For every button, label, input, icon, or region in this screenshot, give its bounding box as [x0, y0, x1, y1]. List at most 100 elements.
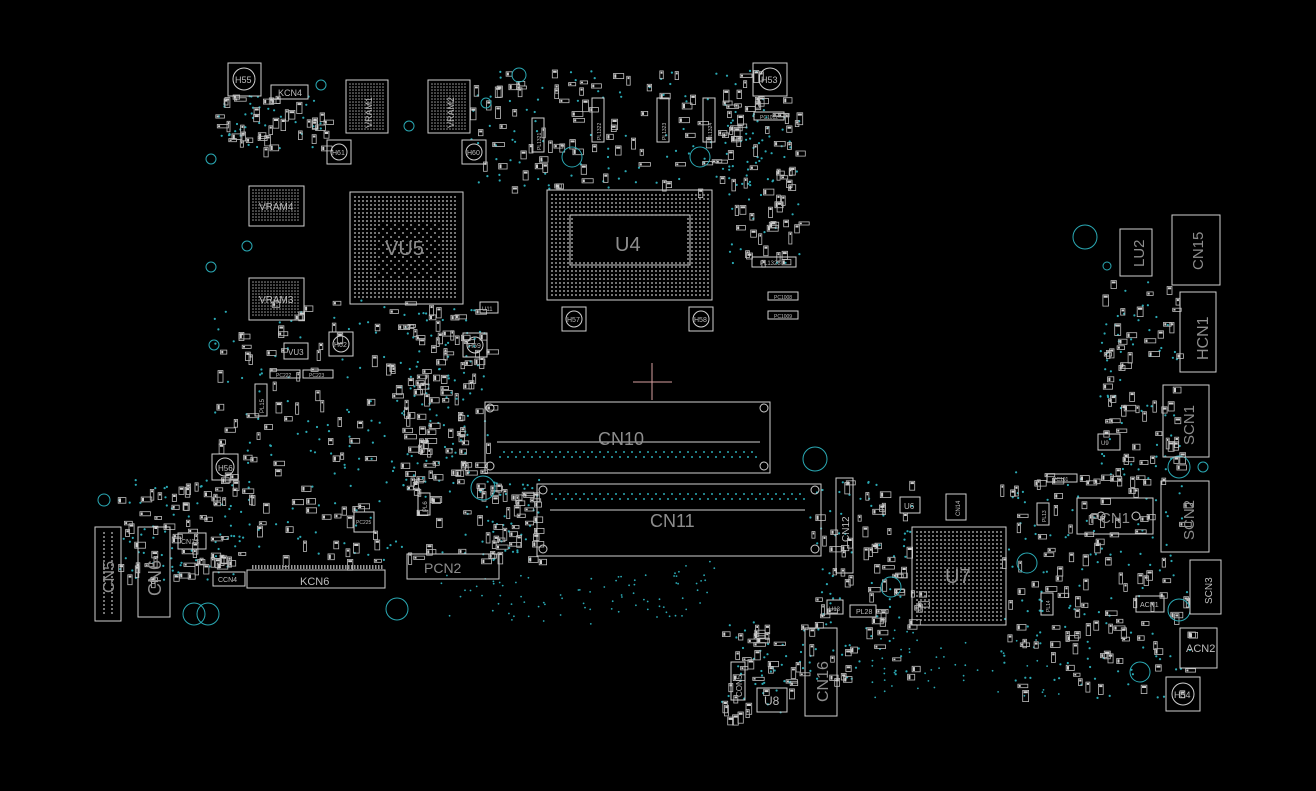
passive-components	[117, 69, 1198, 726]
cn11-connector[interactable]: CN11	[536, 483, 822, 557]
pl1323-inductor[interactable]: PL1323	[656, 97, 670, 143]
u7-chip[interactable]: U7	[911, 526, 1007, 626]
cn16-label: CN16	[815, 661, 832, 702]
pc1009-label: PC1009	[774, 314, 792, 320]
pc1012-label: PC1012	[760, 115, 778, 121]
acn2-connector[interactable]: ACN2	[1179, 627, 1218, 669]
scn3-connector[interactable]: SCN3	[1189, 559, 1222, 615]
cn15-label: CN15	[1190, 232, 1207, 270]
pc101-capacitor[interactable]: PC101	[1046, 473, 1078, 483]
h53-label: H53	[761, 75, 778, 85]
cn11-label: CN11	[650, 511, 695, 531]
pl13-inductor[interactable]: PL13	[1036, 502, 1050, 526]
u11-label: U11	[482, 307, 493, 313]
hole-h60: H60	[461, 139, 487, 165]
pc223-label: PC223	[309, 373, 325, 379]
pc101-label: PC101	[1053, 477, 1069, 483]
pc225-capacitor[interactable]: PC225	[353, 511, 375, 533]
u4-cpu[interactable]: U4	[546, 189, 713, 301]
ccn4-connector[interactable]: CCN4	[212, 571, 246, 587]
scn3-label: SCN3	[1204, 577, 1215, 604]
h58-label: H58	[694, 317, 707, 324]
pl15-label: PL15	[260, 398, 266, 413]
vu3-chip[interactable]: VU3	[283, 342, 309, 360]
h55-label: H55	[235, 75, 252, 85]
hole-h56: H56	[211, 453, 239, 481]
cn14-connector[interactable]: CN14	[945, 493, 967, 521]
pl28-inductor[interactable]: PL28	[849, 604, 877, 618]
cn10-connector[interactable]: CN10	[484, 401, 771, 474]
cn12-connector[interactable]: CN12	[835, 477, 854, 574]
vram2[interactable]: VRAM2	[427, 79, 471, 134]
vram4[interactable]: VRAM4	[248, 185, 305, 227]
acn2-label: ACN2	[1186, 643, 1215, 655]
cn6-label: CN6	[145, 560, 165, 596]
vram4-label: VRAM4	[259, 202, 294, 213]
pc1009-capacitor[interactable]: PC1009	[767, 310, 799, 320]
cn16-connector[interactable]: CN16	[804, 627, 838, 717]
h59-label: H59	[468, 343, 481, 350]
pc1008-label: PC1008	[774, 295, 792, 301]
pl1321-inductor[interactable]: PL1321	[531, 117, 545, 153]
pl6-label: PL6	[423, 501, 429, 512]
pl1321-label: PL1321	[537, 133, 543, 150]
con5-label: CON5	[735, 674, 744, 697]
u8-chip[interactable]: U8	[756, 687, 788, 713]
acn1-connector[interactable]: ACN1	[1135, 595, 1165, 613]
pl6-inductor[interactable]: PL6	[417, 492, 431, 516]
pcn1-connector[interactable]: PCN1	[1076, 497, 1154, 535]
pc223-capacitor[interactable]: PC223	[302, 369, 334, 379]
pl1328-inductor[interactable]: PL1328	[751, 256, 797, 268]
pcn2-connector[interactable]: PCN2	[406, 553, 500, 580]
pl1322-inductor[interactable]: PL1322	[591, 97, 605, 143]
scn1-connector[interactable]: SCN1	[1162, 384, 1210, 458]
h61-label: H61	[332, 150, 345, 157]
scn1-label: SCN1	[1181, 405, 1198, 445]
kcn6-connector[interactable]: KCN6	[246, 565, 386, 589]
via-rings	[97, 67, 1209, 683]
vu5-label: VU5	[385, 238, 424, 260]
kcn4-connector[interactable]: KCN4	[270, 84, 309, 100]
u6-chip[interactable]: U6	[899, 496, 921, 514]
pl1323-label: PL1323	[662, 123, 668, 140]
lu2-chip[interactable]: LU2	[1119, 228, 1153, 277]
origin-marker	[633, 363, 672, 400]
pcn2-label: PCN2	[424, 560, 462, 576]
cn10-label: CN10	[598, 429, 644, 449]
u9-chip[interactable]: U9	[1097, 433, 1121, 451]
hcn1-connector[interactable]: HCN1	[1179, 291, 1217, 373]
pl14-inductor[interactable]: PL14	[1040, 592, 1054, 616]
cn13-connector[interactable]: CN13	[177, 532, 207, 550]
cn5-label: CN5	[101, 561, 118, 593]
scn2-label: SCN2	[1181, 500, 1198, 540]
u8-label: U8	[764, 694, 780, 708]
pl15-inductor[interactable]: PL15	[254, 383, 268, 417]
cn12-label: CN12	[841, 516, 852, 542]
pl14-label: PL14	[1046, 600, 1052, 612]
pc222-capacitor[interactable]: PC222	[269, 369, 301, 379]
pl1324-inductor[interactable]: PL1324	[702, 97, 716, 143]
pl13-label: PL13	[1042, 510, 1048, 522]
pl1324-label: PL1324	[708, 123, 714, 140]
hole-h62: H62	[328, 331, 354, 357]
pc1008-capacitor[interactable]: PC1008	[767, 291, 799, 301]
hole-h58: H58	[688, 306, 714, 332]
con5-connector[interactable]: CON5	[730, 661, 746, 701]
hole-h59: H59	[462, 332, 488, 358]
vram1[interactable]: VRAM1	[345, 79, 389, 134]
vram3[interactable]: VRAM3	[248, 277, 305, 321]
u4-label: U4	[615, 234, 641, 256]
h56-label: H56	[218, 464, 233, 473]
kcn4-label: KCN4	[278, 88, 302, 98]
u13-chip[interactable]: U13	[826, 599, 844, 615]
pc1012-capacitor[interactable]: PC1012	[753, 111, 785, 121]
cn13-label: CN13	[181, 539, 199, 546]
cn5-connector[interactable]: CN5	[94, 526, 122, 622]
vu5-gpu[interactable]: VU5	[349, 191, 464, 305]
u9-label: U9	[1101, 441, 1109, 447]
pl28-label: PL28	[856, 609, 872, 616]
u11-chip[interactable]: U11	[479, 301, 499, 314]
cn6-connector[interactable]: CN6	[137, 526, 171, 618]
cn15-connector[interactable]: CN15	[1171, 214, 1221, 286]
scn2-connector[interactable]: SCN2	[1160, 480, 1210, 553]
